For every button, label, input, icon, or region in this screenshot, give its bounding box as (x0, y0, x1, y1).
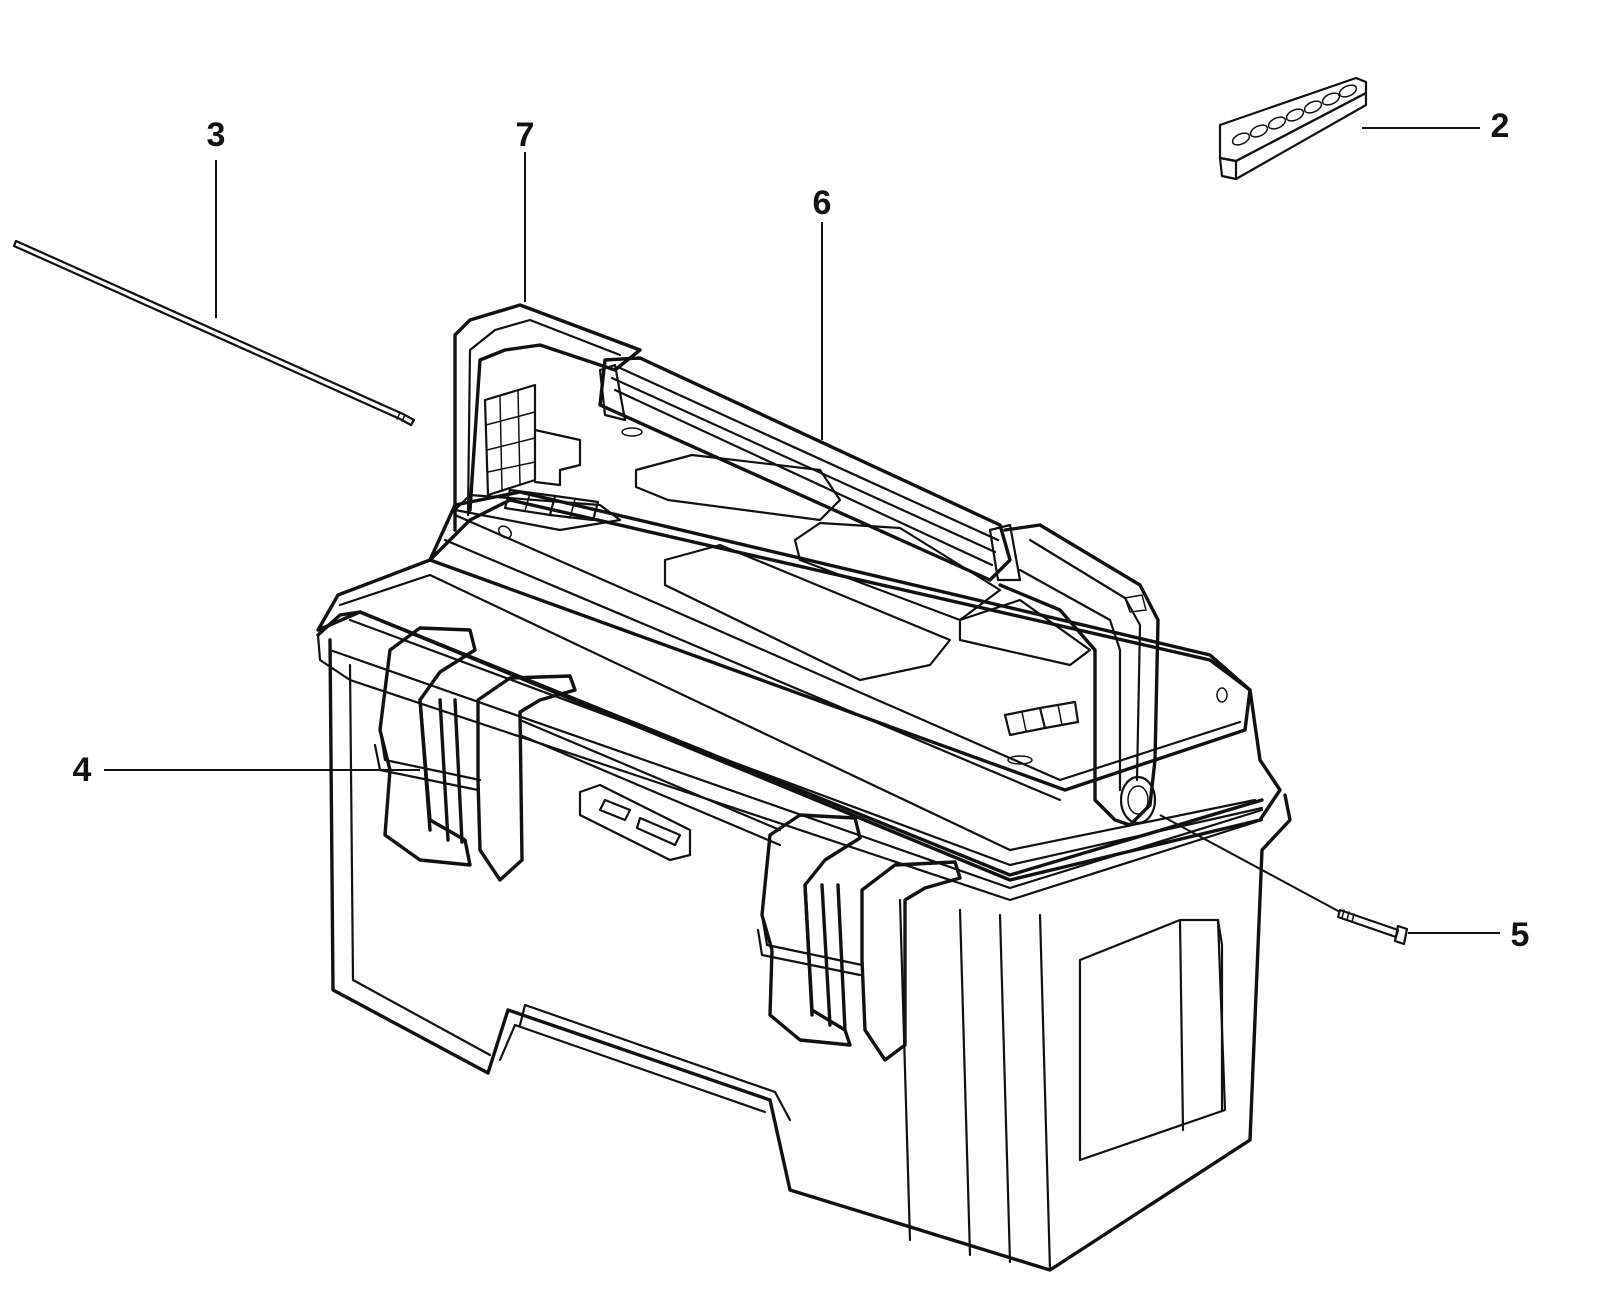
part-2-insert (1218, 76, 1368, 181)
toolbox-body (316, 610, 1292, 1272)
callout-7: 7 (516, 116, 535, 154)
lid-badge-dot (621, 427, 643, 437)
lid-badge-dot (497, 525, 513, 539)
callout-3: 3 (207, 116, 226, 154)
lid-badge-dot (1216, 687, 1228, 703)
callout-6: 6 (813, 184, 832, 222)
callout-4: 4 (73, 751, 92, 789)
toolbox-lid (316, 383, 1282, 882)
handle-pivot-hub (1119, 775, 1157, 825)
callout-labels: 3 7 6 2 4 5 (73, 107, 1530, 954)
part-5-pin (1336, 908, 1409, 946)
rear-compartment-grid (483, 383, 582, 497)
part-3-rod (12, 239, 416, 427)
callout-5: 5 (1511, 916, 1530, 954)
part-6-handle (453, 303, 1160, 827)
handle-badge (1124, 594, 1147, 613)
lid-vent-left (503, 488, 600, 522)
leader-lines (104, 127, 1500, 934)
callout-2: 2 (1491, 107, 1510, 145)
part-4-latch-right (756, 813, 962, 1062)
lid-badge-dot (1007, 755, 1033, 765)
leader-5-axis (1159, 814, 1341, 913)
front-hasp (518, 718, 782, 862)
lid-vent-right (1003, 700, 1080, 737)
